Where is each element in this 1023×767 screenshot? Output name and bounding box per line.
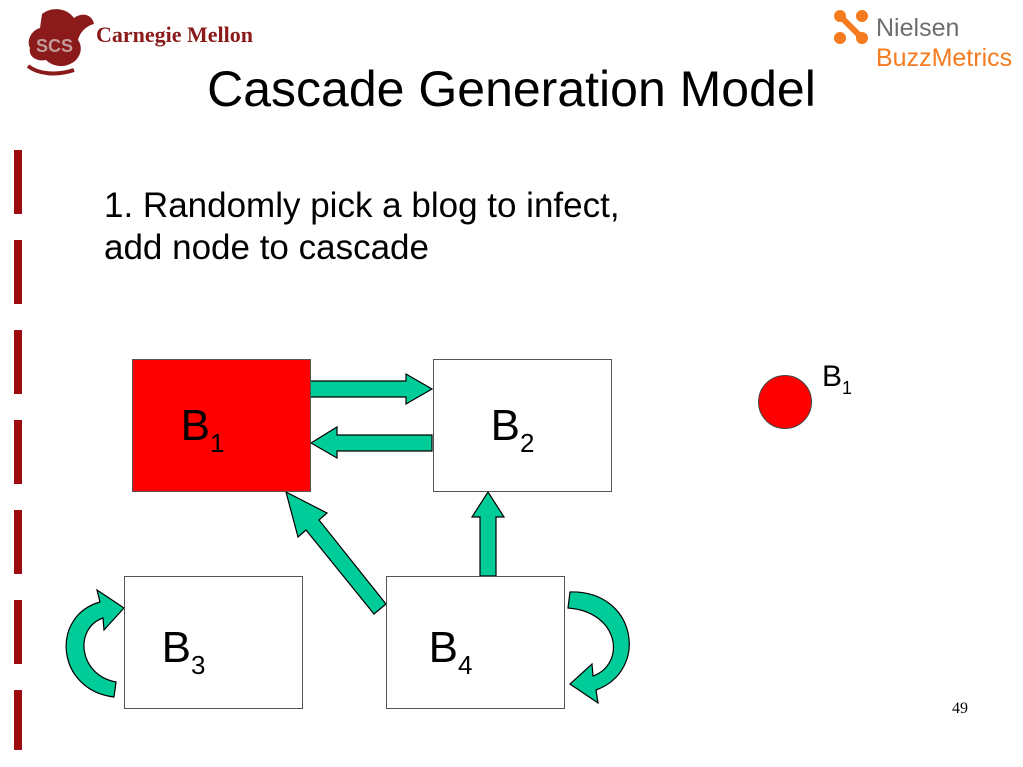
step-line-2: add node to cascade (104, 228, 429, 267)
page-number: 49 (952, 700, 968, 717)
left-dashed-bar (14, 150, 22, 750)
step-line-1: 1. Randomly pick a blog to infect, (104, 186, 620, 225)
step-description: 1. Randomly pick a blog to infect, add n… (104, 185, 620, 269)
node-b1-letter: B (180, 400, 210, 450)
node-b4-letter: B (428, 622, 458, 672)
edge-b4-self-loop (567, 591, 630, 705)
cascade-node-letter: B (822, 360, 843, 393)
nielsen-n-icon (834, 10, 868, 44)
node-b2: B2 (433, 359, 612, 492)
cascade-node-b1 (758, 375, 812, 429)
node-b4: B4 (386, 576, 565, 709)
nielsen-text: Nielsen (876, 14, 960, 42)
node-b4-index: 4 (457, 649, 473, 680)
carnegie-mellon-logo: SCS (22, 4, 272, 80)
node-b2-letter: B (490, 400, 520, 450)
edge-b1-to-b2 (309, 372, 434, 406)
buzzmetrics-text: BuzzMetrics (876, 44, 1013, 72)
node-b3: B3 (124, 576, 303, 709)
node-b3-letter: B (161, 622, 191, 672)
node-b3-index: 3 (190, 649, 206, 680)
node-b2-index: 2 (519, 427, 535, 458)
scs-mark: SCS (36, 36, 73, 56)
node-b1-index: 1 (209, 427, 225, 458)
nielsen-buzzmetrics-logo (832, 8, 1022, 78)
edge-b2-to-b1 (309, 425, 433, 460)
edge-b4-to-b1 (285, 490, 387, 615)
edge-b4-to-b2 (470, 490, 506, 577)
edge-b3-self-loop (65, 588, 125, 698)
node-b1: B1 (132, 359, 311, 492)
scs-griffin-icon: SCS (26, 9, 95, 76)
cascade-node-index: 1 (842, 378, 853, 398)
slide-title: Cascade Generation Model (207, 61, 816, 117)
cmu-logo-text: Carnegie Mellon (96, 22, 254, 47)
cascade-node-b1-label: B1 (822, 360, 852, 399)
